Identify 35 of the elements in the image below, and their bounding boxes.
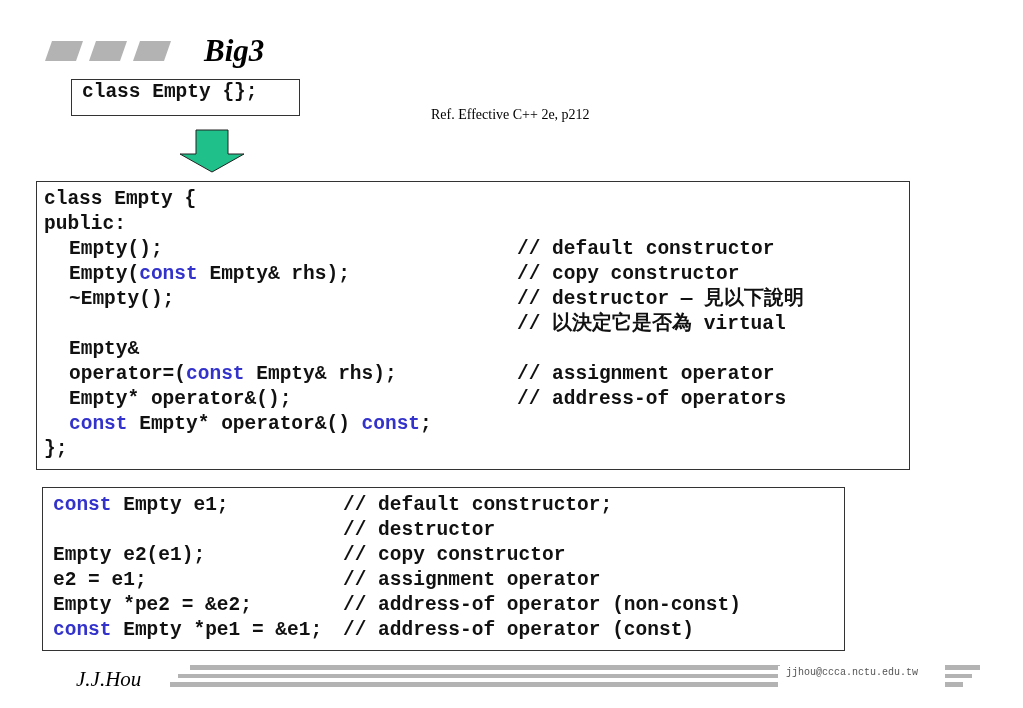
code-line: };: [44, 437, 68, 462]
code-line: ~Empty();: [69, 287, 175, 312]
code-comment: // address-of operators: [517, 387, 787, 412]
code-line: const Empty e1;: [53, 493, 229, 518]
code-comment: // address-of operator (non-const): [343, 593, 741, 618]
code-line: Empty e2(e1);: [53, 543, 206, 568]
code-line: Empty *pe2 = &e2;: [53, 593, 252, 618]
author-name: J.J.Hou: [76, 667, 142, 692]
code-line: operator=(const Empty& rhs);: [69, 362, 397, 387]
code-line: Empty&: [69, 337, 140, 362]
code-line: class Empty {};: [82, 80, 258, 105]
code-line: public:: [44, 212, 126, 237]
code-comment: // assignment operator: [517, 362, 775, 387]
code-line: const Empty* operator&() const;: [69, 412, 432, 437]
code-comment: // assignment operator: [343, 568, 601, 593]
code-comment: // 以決定它是否為 virtual: [517, 312, 786, 337]
code-comment: // destructor: [343, 518, 496, 543]
code-comment: // copy constructor: [517, 262, 740, 287]
code-box: [42, 487, 845, 651]
code-box: [36, 181, 910, 470]
slide-title: Big3: [204, 33, 265, 69]
code-line: Empty(const Empty& rhs);: [69, 262, 350, 287]
code-comment: // default constructor;: [343, 493, 613, 518]
code-line: const Empty *pe1 = &e1;: [53, 618, 323, 643]
code-line: Empty* operator&();: [69, 387, 292, 412]
code-comment: // copy constructor: [343, 543, 566, 568]
code-comment: // default constructor: [517, 237, 775, 262]
reference-note: Ref. Effective C++ 2e, p212: [431, 107, 590, 123]
code-comment: // destructor — 見以下說明: [517, 287, 805, 311]
code-line: class Empty {: [44, 187, 197, 212]
code-comment: // address-of operator (const): [343, 618, 695, 643]
code-line: e2 = e1;: [53, 568, 147, 593]
block-arrow: [179, 129, 245, 173]
code-line: Empty();: [69, 237, 163, 262]
code-box: [71, 79, 300, 116]
